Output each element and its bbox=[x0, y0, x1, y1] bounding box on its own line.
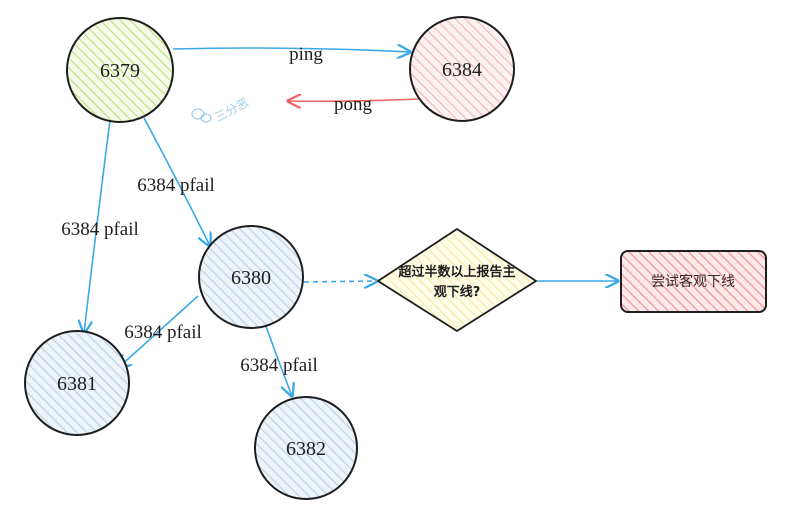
node-6381: 6381 bbox=[24, 330, 130, 436]
pong-label: pong bbox=[334, 94, 373, 115]
node-6384-circle bbox=[409, 16, 515, 122]
watermark: 三分恶 bbox=[191, 95, 251, 125]
node-6381-label: 6381 bbox=[57, 373, 97, 395]
decision-shape bbox=[377, 228, 537, 332]
decision-text-line2: 观下线? bbox=[434, 284, 481, 300]
node-6382-circle bbox=[254, 396, 358, 500]
pfail-label-6380-6381: 6384 pfail bbox=[124, 322, 202, 343]
node-6379: 6379 bbox=[66, 17, 174, 123]
node-6379-label: 6379 bbox=[100, 60, 140, 82]
node-6384: 6384 bbox=[409, 16, 515, 122]
pfail-label-6379-6381: 6384 pfail bbox=[61, 219, 139, 240]
node-6381-circle bbox=[24, 330, 130, 436]
watermark-text: 三分恶 bbox=[213, 95, 251, 124]
edge-6379-6380-arrow bbox=[143, 117, 210, 246]
edge-labels: ping pong 6384 pfail 6384 pfail 6384 pfa… bbox=[61, 44, 372, 376]
decision-text-line1: 超过半数以上报告主 bbox=[398, 264, 515, 280]
edge-6380-6382-arrow bbox=[265, 325, 292, 396]
node-6380: 6380 bbox=[198, 225, 304, 329]
node-6384-label: 6384 bbox=[442, 59, 482, 81]
action-rect bbox=[620, 250, 767, 313]
action-label: 尝试客观下线 bbox=[651, 273, 735, 290]
pfail-label-6380-6382: 6384 pfail bbox=[240, 355, 318, 376]
pfail-label-6379-6380: 6384 pfail bbox=[137, 175, 215, 196]
edge-pong-arrow bbox=[288, 99, 419, 101]
decision-diamond: 超过半数以上报告主 观下线? bbox=[377, 228, 537, 332]
edge-6380-decision-arrow bbox=[303, 281, 377, 282]
ping-label: ping bbox=[289, 44, 323, 65]
node-6380-circle bbox=[198, 225, 304, 329]
wechat-icon bbox=[191, 108, 212, 123]
edge-6379-6381-arrow bbox=[84, 119, 111, 333]
edges bbox=[84, 48, 618, 396]
edge-ping-arrow bbox=[172, 48, 410, 52]
node-6380-label: 6380 bbox=[231, 267, 271, 289]
edge-6380-6381-arrow bbox=[118, 295, 199, 368]
node-6382-label: 6382 bbox=[286, 438, 326, 460]
node-6382: 6382 bbox=[254, 396, 358, 500]
action-box: 尝试客观下线 bbox=[620, 250, 767, 313]
node-6379-circle bbox=[66, 17, 174, 123]
